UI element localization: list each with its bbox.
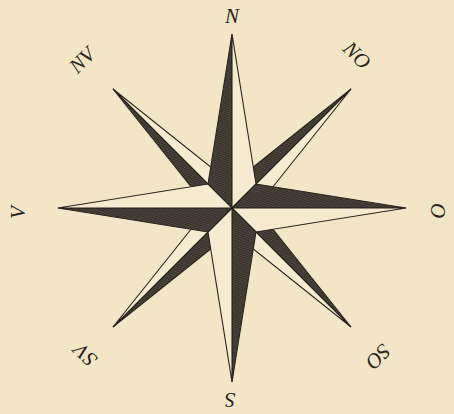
point-half — [232, 208, 256, 382]
point-half — [232, 208, 406, 232]
direction-label: V — [7, 206, 28, 219]
direction-label: NV — [65, 43, 99, 77]
cardinal-points — [58, 34, 406, 382]
point-half — [208, 208, 232, 382]
direction-label: O — [427, 202, 448, 217]
point-half — [232, 184, 406, 208]
direction-label: SV — [70, 338, 101, 369]
point-half — [58, 184, 232, 208]
direction-label: S — [225, 389, 236, 410]
direction-label: N — [225, 6, 239, 27]
point-half — [232, 34, 256, 208]
direction-label: NO — [339, 37, 374, 72]
point-half — [58, 208, 232, 232]
direction-label: SO — [361, 339, 394, 372]
point-half — [208, 34, 232, 208]
